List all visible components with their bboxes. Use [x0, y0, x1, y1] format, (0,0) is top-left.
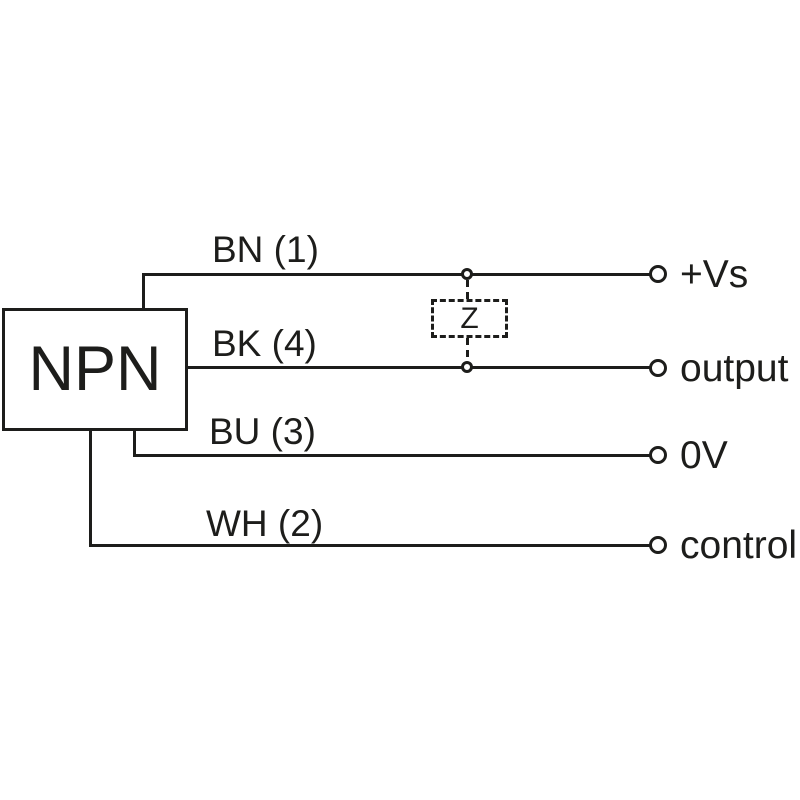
wire-wh-vertical	[89, 429, 92, 547]
wire-bu-horizontal	[133, 454, 650, 457]
terminal-label-control: control	[680, 523, 798, 567]
terminal-circle-output	[649, 359, 667, 377]
terminal-circle-vs	[649, 265, 667, 283]
terminal-circle-control	[649, 536, 667, 554]
wire-bn-horizontal	[142, 273, 650, 276]
terminal-label-0v: 0V	[680, 433, 728, 477]
junction-dot-bk	[461, 361, 473, 373]
terminal-circle-0v	[649, 446, 667, 464]
junction-dot-bn	[461, 268, 473, 280]
impedance-connector-bottom	[466, 338, 469, 362]
wire-bk-label: BK (4)	[212, 323, 317, 364]
wire-wh-label: WH (2)	[206, 503, 324, 544]
wire-bn-vertical	[142, 273, 145, 311]
wire-bu-vertical	[133, 429, 136, 457]
device-label: NPN	[28, 334, 162, 404]
wire-bk-horizontal	[185, 366, 650, 369]
impedance-connector-top	[466, 280, 469, 300]
device-box: NPN	[2, 308, 188, 431]
wire-wh-horizontal	[89, 544, 650, 547]
impedance-box: Z	[431, 299, 508, 338]
wire-bu-label: BU (3)	[209, 411, 316, 452]
wire-bn-label: BN (1)	[212, 229, 319, 270]
impedance-label: Z	[460, 301, 479, 335]
terminal-label-vs: +Vs	[680, 252, 749, 296]
terminal-label-output: output	[680, 346, 789, 390]
